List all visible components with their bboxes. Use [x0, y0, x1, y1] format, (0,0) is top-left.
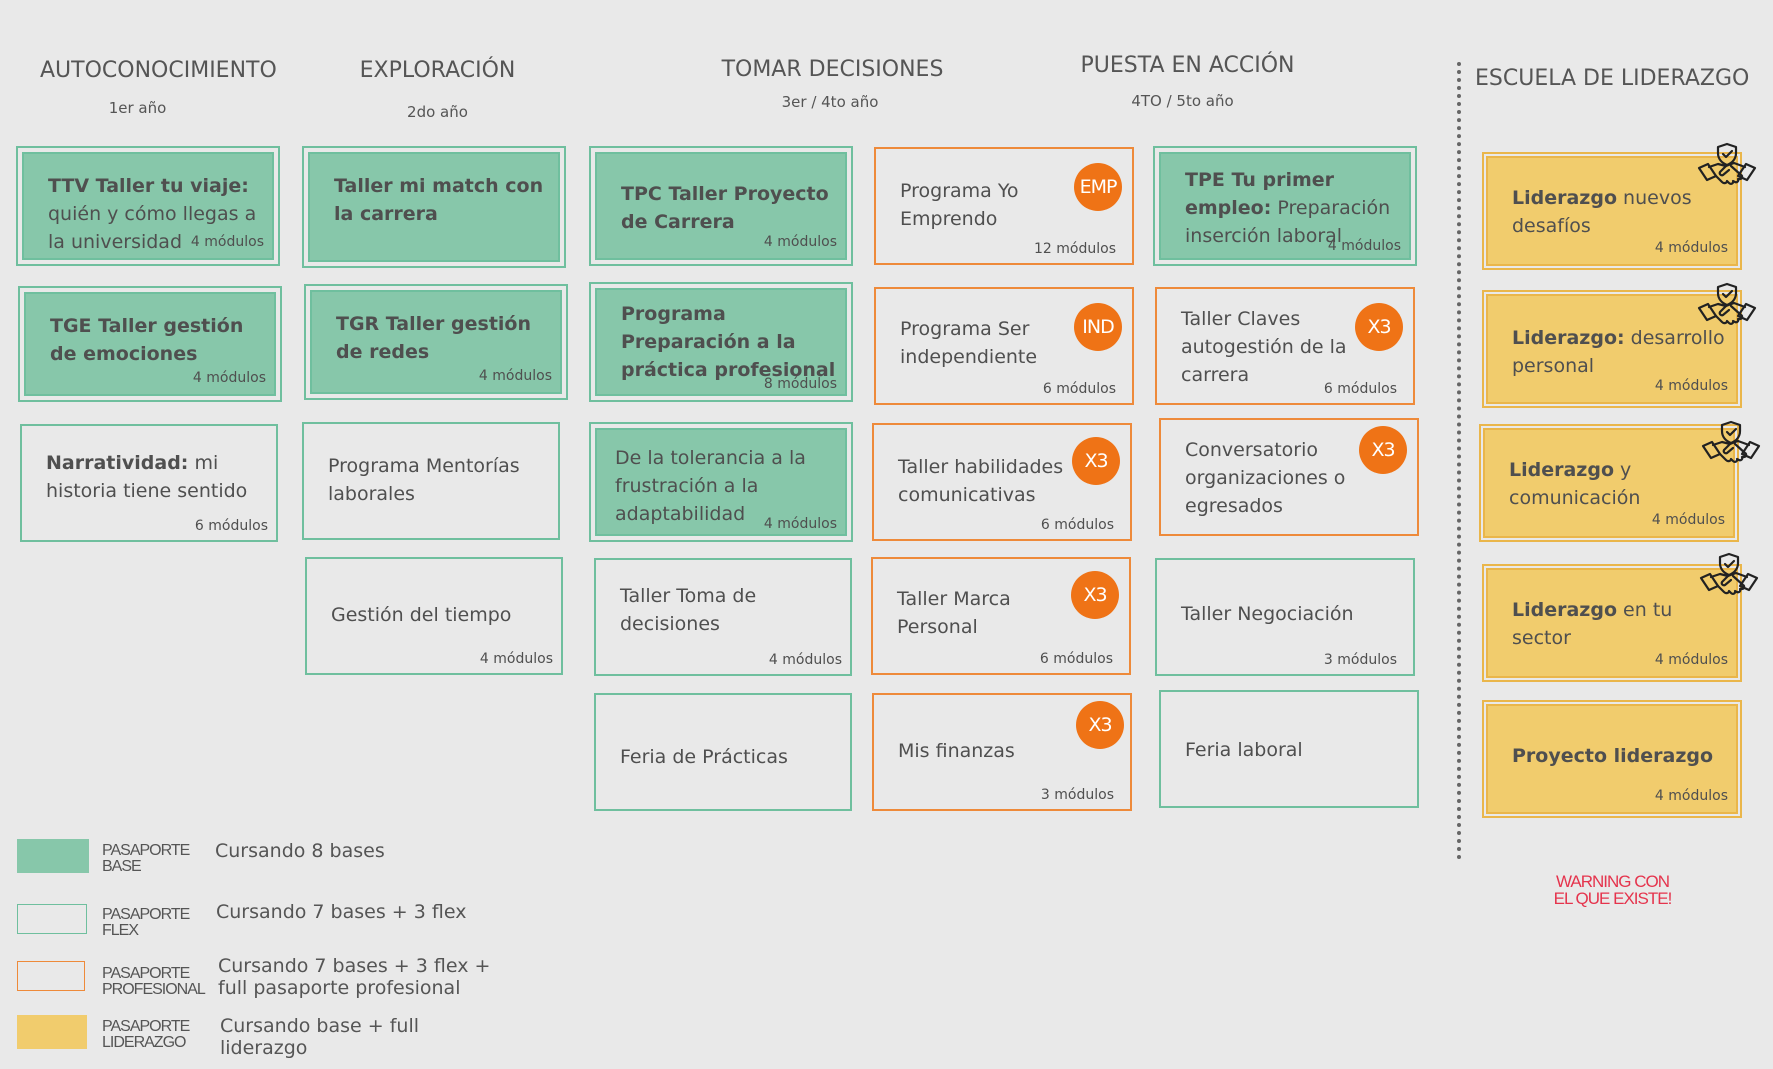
card-liderazgo-comunicacion[interactable]: Liderazgo y comunicación 4 módulos [1479, 424, 1739, 542]
header-escuela-liderazgo: ESCUELA DE LIDERAZGO [1475, 66, 1750, 91]
handshake-shield-icon [1699, 552, 1759, 595]
card-claves-autogestion[interactable]: Taller Claves autogestión de la carrera … [1155, 287, 1415, 405]
card-toma-decisiones[interactable]: Taller Toma de decisiones 4 módulos [594, 558, 852, 676]
modules-count: 6 módulos [1039, 651, 1113, 667]
card-feria-practicas[interactable]: Feria de Prácticas [594, 693, 852, 811]
modules-count: 6 módulos [1042, 381, 1116, 397]
card-narratividad[interactable]: Narratividad: mi historia tiene sentido … [20, 424, 278, 542]
modules-count: 3 módulos [1323, 652, 1397, 668]
modules-count: 4 módulos [1654, 378, 1728, 394]
modules-count: 4 módulos [1651, 512, 1725, 528]
card-taller-negociacion[interactable]: Taller Negociación 3 módulos [1155, 558, 1415, 676]
badge-x3: X3 [1076, 701, 1124, 749]
legend-desc-profesional: Cursando 7 bases + 3 flex + full pasapor… [218, 955, 491, 999]
modules-count: 4 módulos [1654, 788, 1728, 804]
header-exploracion: EXPLORACIÓN [359, 58, 516, 83]
legend-swatch-base [17, 839, 89, 873]
card-liderazgo-nuevos-desafios[interactable]: Liderazgo nuevos desafíos 4 módulos [1482, 152, 1742, 270]
card-liderazgo-desarrollo-personal[interactable]: Liderazgo: desarrollo personal 4 módulos [1482, 290, 1742, 408]
handshake-shield-icon [1701, 420, 1761, 463]
card-practica-profesional[interactable]: Programa Preparación a la práctica profe… [589, 282, 853, 402]
card-tge[interactable]: TGE Taller gestión de emociones 4 módulo… [18, 286, 282, 402]
header-autoconocimiento: AUTOCONOCIMIENTO [40, 58, 277, 83]
year-puesta-en-accion: 4TO / 5to año [1131, 92, 1234, 110]
modules-count: 6 módulos [1040, 517, 1114, 533]
badge-ind: IND [1074, 303, 1122, 351]
legend-desc-base: Cursando 8 bases [215, 840, 385, 862]
modules-count: 3 módulos [1040, 787, 1114, 803]
badge-x3: X3 [1359, 426, 1407, 474]
header-tomar-decisiones: TOMAR DECISIONES [721, 57, 944, 82]
card-mis-finanzas[interactable]: Mis finanzas X3 3 módulos [872, 693, 1132, 811]
legend-desc-liderazgo: Cursando base + full liderazgo [220, 1015, 420, 1059]
legend-swatch-profesional [17, 961, 85, 991]
modules-count: 4 módulos [190, 234, 264, 250]
badge-x3: X3 [1355, 303, 1403, 351]
year-exploracion: 2do año [407, 103, 468, 121]
card-mentorias[interactable]: Programa Mentorías laborales [302, 422, 560, 540]
modules-count: 6 módulos [1323, 381, 1397, 397]
header-puesta-en-accion: PUESTA EN ACCIÓN [1080, 53, 1295, 78]
section-divider [1457, 62, 1461, 860]
year-tomar-decisiones: 3er / 4to año [781, 93, 879, 111]
card-habilidades-comunicativas[interactable]: Taller habilidades comunicativas X3 6 mó… [872, 423, 1132, 541]
card-liderazgo-sector[interactable]: Liderazgo en tu sector 4 módulos [1482, 564, 1742, 682]
badge-x3: X3 [1072, 437, 1120, 485]
handshake-shield-icon [1697, 282, 1757, 325]
modules-count: 6 módulos [194, 518, 268, 534]
modules-count: 4 módulos [479, 651, 553, 667]
card-conversatorio[interactable]: Conversatorio organizaciones o egresados… [1159, 418, 1419, 536]
modules-count: 4 módulos [478, 368, 552, 384]
legend-swatch-flex [17, 904, 87, 934]
modules-count: 4 módulos [192, 370, 266, 386]
modules-count: 4 módulos [1654, 240, 1728, 256]
legend-desc-flex: Cursando 7 bases + 3 flex [216, 901, 467, 923]
card-yo-emprendo[interactable]: Programa Yo Emprendo EMP 12 módulos [874, 147, 1134, 265]
year-autoconocimiento: 1er año [108, 99, 167, 117]
modules-count: 4 módulos [1654, 652, 1728, 668]
card-ttv[interactable]: TTV Taller tu viaje: quién y cómo llegas… [16, 146, 280, 266]
badge-emp: EMP [1074, 163, 1122, 211]
modules-count: 12 módulos [1034, 241, 1116, 257]
modules-count: 4 módulos [763, 516, 837, 532]
card-tpc[interactable]: TPC Taller Proyecto de Carrera 4 módulos [589, 146, 853, 266]
modules-count: 4 módulos [1327, 238, 1401, 254]
modules-count: 8 módulos [763, 376, 837, 392]
card-gestion-tiempo[interactable]: Gestión del tiempo 4 módulos [305, 557, 563, 675]
card-proyecto-liderazgo[interactable]: Proyecto liderazgo 4 módulos [1482, 700, 1742, 818]
card-tolerancia[interactable]: De la tolerancia a la frustración a la a… [589, 422, 853, 542]
card-tgr[interactable]: TGR Taller gestión de redes 4 módulos [304, 284, 568, 400]
badge-x3: X3 [1071, 571, 1119, 619]
handshake-shield-icon [1697, 142, 1757, 185]
card-tpe[interactable]: TPE Tu primer empleo: Preparación inserc… [1153, 146, 1417, 266]
card-feria-laboral[interactable]: Feria laboral [1159, 690, 1419, 808]
modules-count: 4 módulos [763, 234, 837, 250]
card-marca-personal[interactable]: Taller Marca Personal X3 6 módulos [871, 557, 1131, 675]
legend-swatch-liderazgo [17, 1015, 87, 1049]
modules-count: 4 módulos [768, 652, 842, 668]
card-ser-independiente[interactable]: Programa Ser independiente IND 6 módulos [874, 287, 1134, 405]
card-match[interactable]: Taller mi match con la carrera [302, 146, 566, 268]
